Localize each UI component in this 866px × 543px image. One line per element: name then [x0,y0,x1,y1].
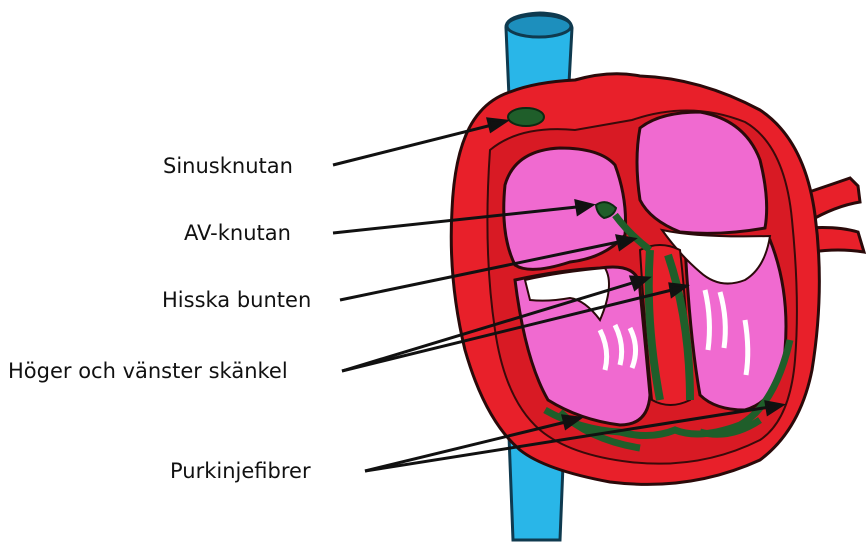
label-purkinje-fibers: Purkinjefibrer [170,458,311,484]
label-bundle-branches: Höger och vänster skänkel [8,358,288,384]
sinus-node [508,108,544,126]
label-bundle-of-his: Hisska bunten [162,287,311,313]
label-av-node: AV-knutan [184,220,291,246]
vena-cava-opening [507,15,571,37]
label-sinus-node: Sinusknutan [163,153,293,179]
